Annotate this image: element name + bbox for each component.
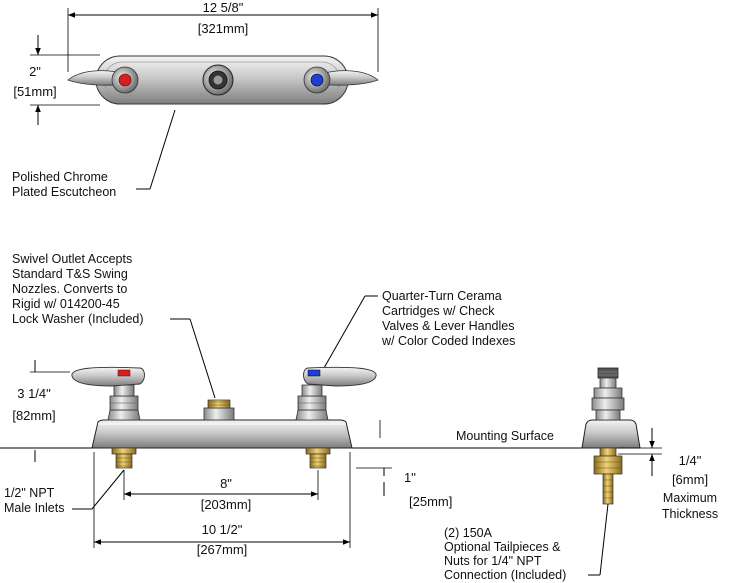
- tailpiece-callout-1: (2) 150A: [444, 526, 493, 540]
- side-view: Swivel Outlet Accepts Standard T&S Swing…: [0, 252, 718, 582]
- tailpiece-callout-2: Optional Tailpieces &: [444, 540, 561, 554]
- top-height-mm: [51mm]: [13, 84, 56, 99]
- max-thickness-1: Maximum: [663, 491, 717, 505]
- max-thickness-2: Thickness: [662, 507, 718, 521]
- height-in: 3 1/4": [17, 386, 51, 401]
- tailpiece-callout-4: Connection (Included): [444, 568, 566, 582]
- top-view: 12 5/8" [321mm] 2" [51mm] Polished Chrom…: [12, 0, 379, 199]
- cold-index-icon: [310, 73, 324, 87]
- hot-handle: [71, 366, 145, 421]
- cartridge-callout-2: Cartridges w/ Check: [382, 304, 495, 318]
- right-inlet: [305, 447, 331, 469]
- swivel-outlet: [203, 399, 235, 421]
- cold-handle: [295, 366, 377, 421]
- top-height-in: 2": [29, 64, 41, 79]
- cartridge-callout-1: Quarter-Turn Cerama: [382, 289, 502, 303]
- inlet-callout-2: Male Inlets: [4, 501, 64, 515]
- hot-index-icon: [118, 73, 132, 87]
- thickness-mm: [6mm]: [672, 472, 708, 487]
- inlet-len-mm: [25mm]: [409, 494, 452, 509]
- left-inlet: [111, 447, 137, 469]
- center-mm: [203mm]: [201, 497, 252, 512]
- faucet-body: [91, 419, 353, 449]
- center-in: 8": [220, 476, 232, 491]
- swivel-callout-3: Nozzles. Converts to: [12, 282, 127, 296]
- top-width-mm: [321mm]: [198, 21, 249, 36]
- swivel-callout-2: Standard T&S Swing: [12, 267, 128, 281]
- swivel-callout-4: Rigid w/ 014200-45: [12, 297, 120, 311]
- thickness-in: 1/4": [679, 453, 702, 468]
- overall-in: 10 1/2": [202, 522, 243, 537]
- cartridge-callout-3: Valves & Lever Handles: [382, 319, 514, 333]
- top-width-in: 12 5/8": [203, 0, 244, 15]
- overall-mm: [267mm]: [197, 542, 248, 557]
- inlet-callout-1: 1/2" NPT: [4, 486, 55, 500]
- escutcheon-callout-2: Plated Escutcheon: [12, 185, 116, 199]
- cartridge-callout-4: w/ Color Coded Indexes: [381, 334, 515, 348]
- swivel-callout-1: Swivel Outlet Accepts: [12, 252, 132, 266]
- tailpiece-assembly: [581, 367, 641, 505]
- swivel-callout-5: Lock Washer (Included): [12, 312, 144, 326]
- height-mm: [82mm]: [12, 408, 55, 423]
- escutcheon-callout-1: Polished Chrome: [12, 170, 108, 184]
- mounting-surface-label: Mounting Surface: [456, 429, 554, 443]
- tailpiece-callout-3: Nuts for 1/4" NPT: [444, 554, 542, 568]
- inlet-len-in: 1": [404, 470, 416, 485]
